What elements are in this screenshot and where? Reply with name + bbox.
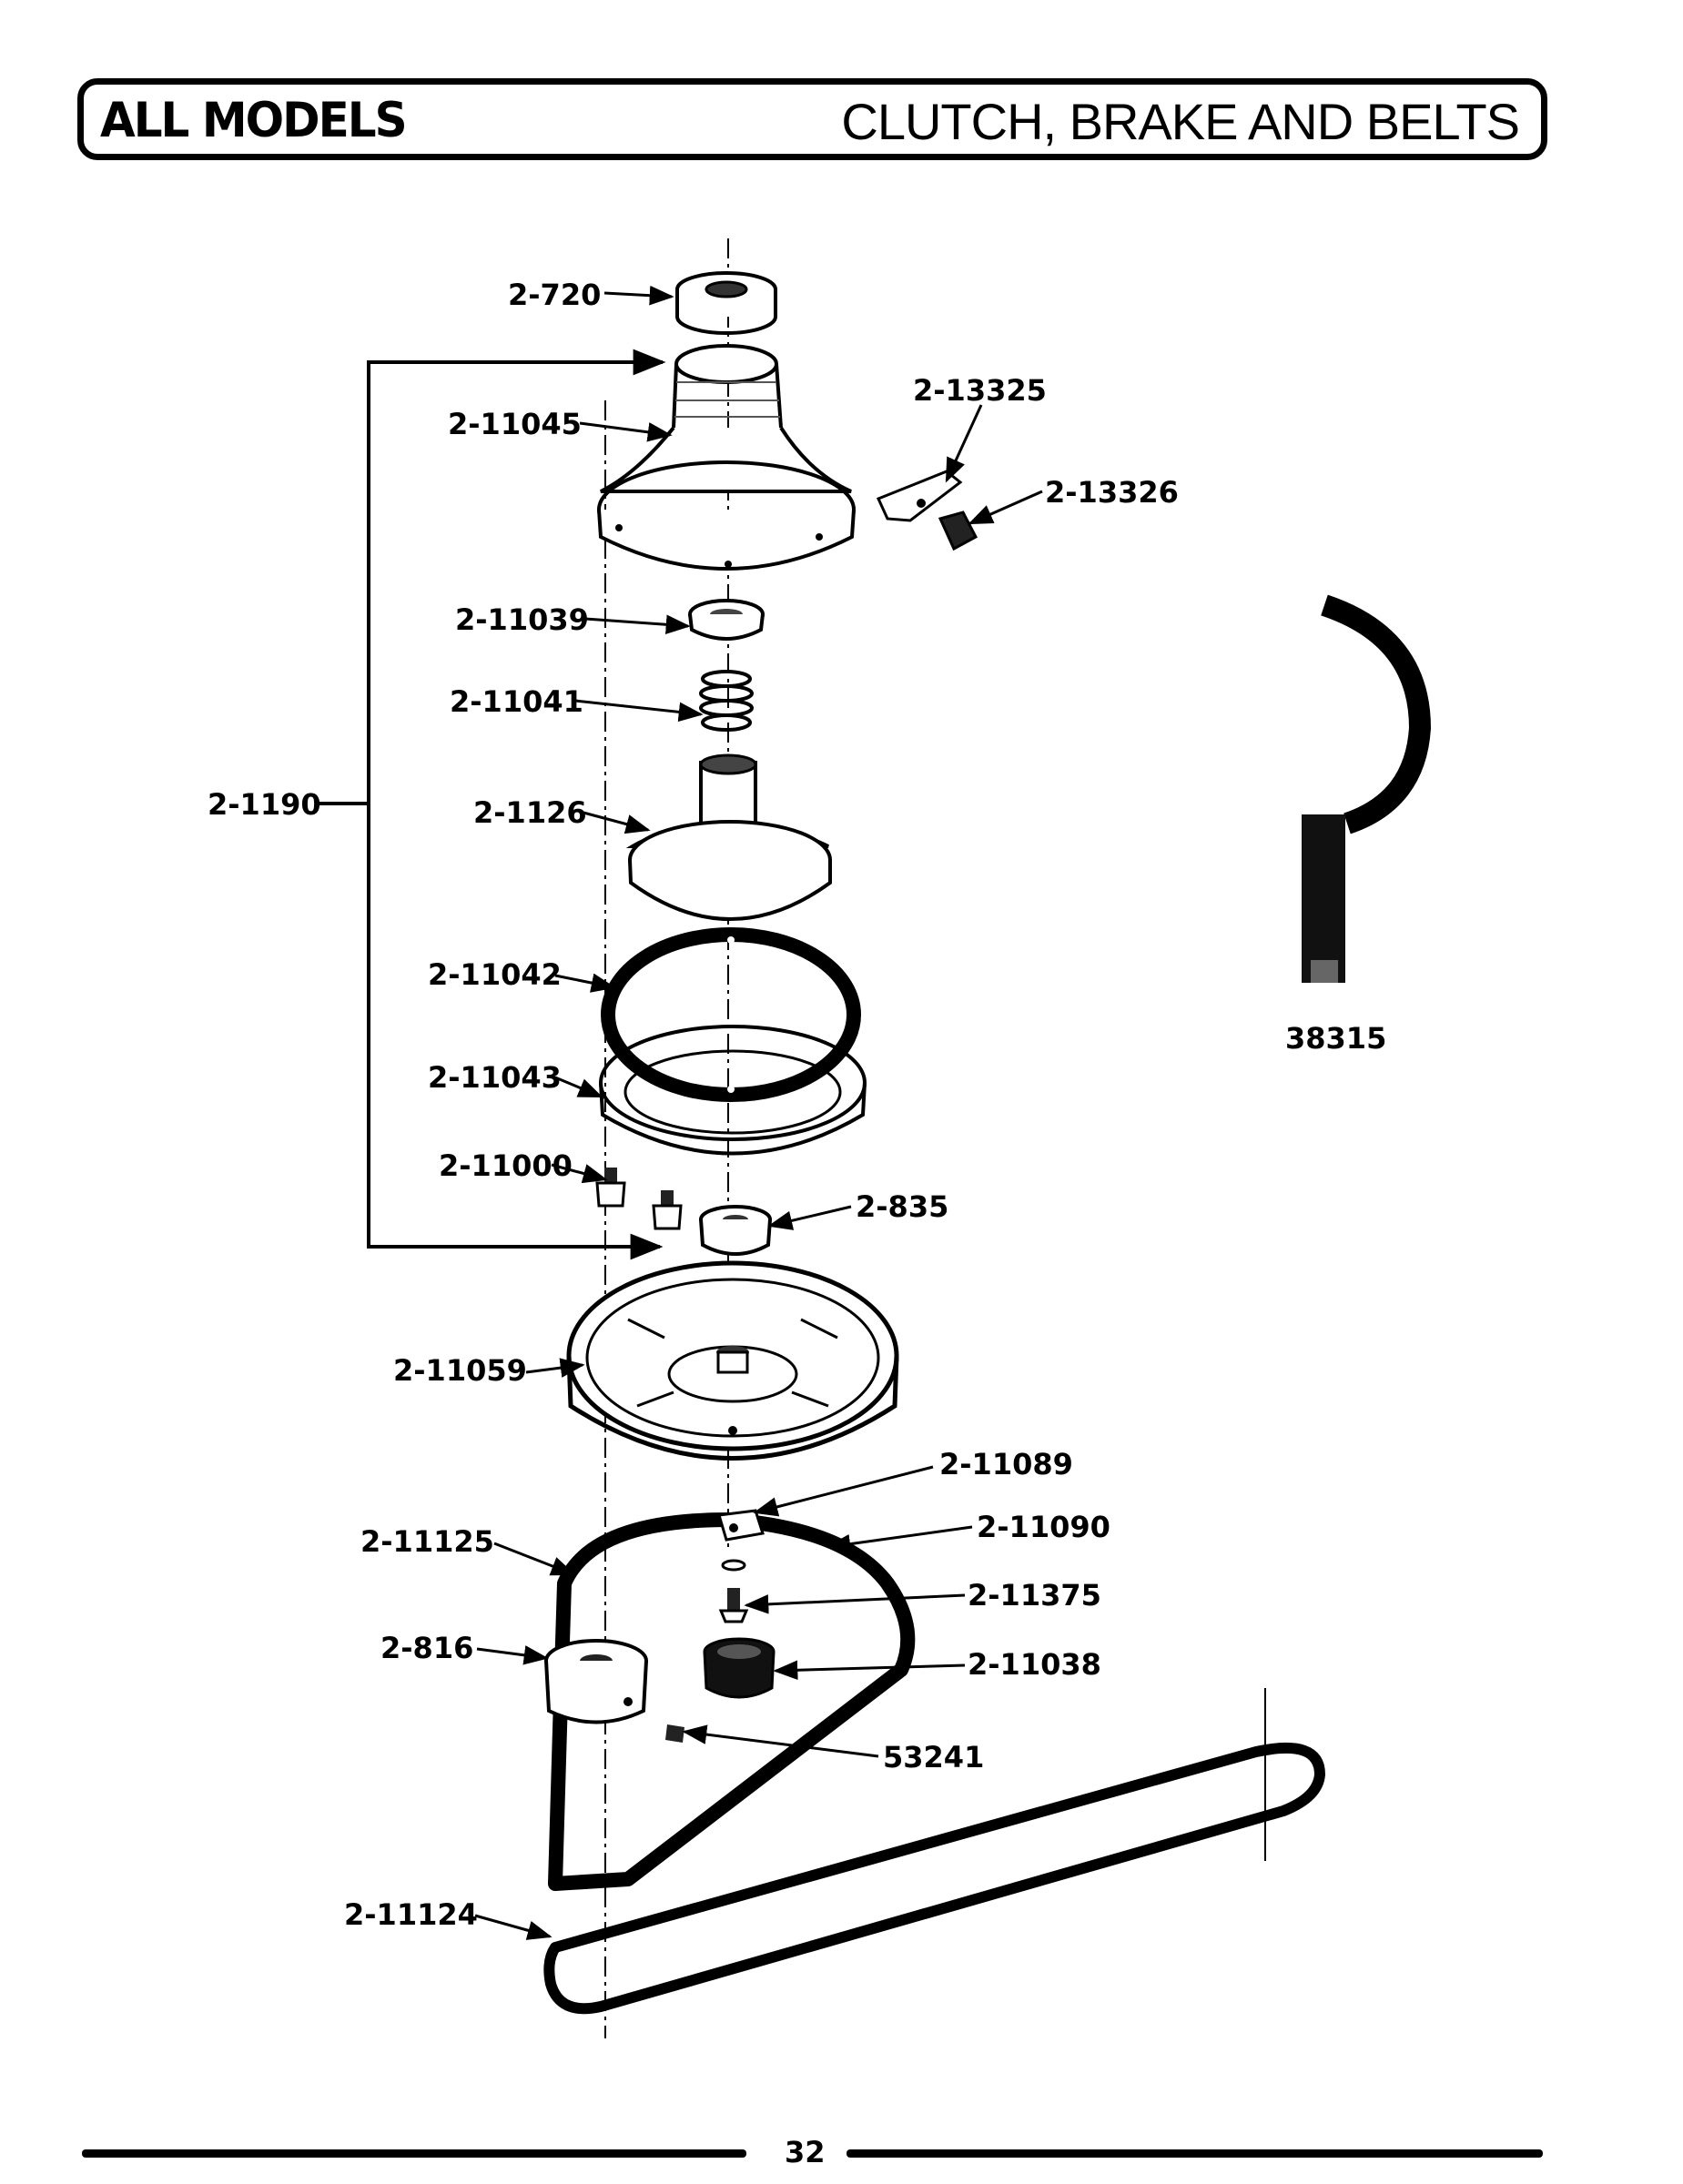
leader-lines — [474, 285, 1043, 1940]
page-header: ALL MODELS CLUTCH, BRAKE AND BELTS — [77, 78, 1547, 160]
label-2-11000: 2-11000 — [439, 1148, 573, 1183]
label-2-11039: 2-11039 — [455, 602, 589, 637]
header-models-title: ALL MODELS — [100, 92, 408, 148]
bracket-2-13325 — [876, 470, 963, 522]
label-2-720: 2-720 — [508, 278, 602, 312]
spring-2-11041 — [699, 670, 754, 732]
label-2-11038: 2-11038 — [968, 1647, 1101, 1682]
setscrew-53241 — [665, 1724, 684, 1743]
seal-2-11039 — [688, 599, 765, 641]
clutch-2-1126 — [625, 753, 832, 921]
label-2-13326: 2-13326 — [1045, 475, 1179, 510]
pulley-2-816 — [544, 1639, 648, 1724]
label-2-11089: 2-11089 — [939, 1447, 1073, 1481]
label-2-11059: 2-11059 — [393, 1353, 527, 1388]
label-2-1190: 2-1190 — [208, 787, 321, 822]
label-2-1126: 2-1126 — [473, 795, 587, 830]
gasket-2-11042 — [601, 927, 861, 1102]
label-53241: 53241 — [883, 1740, 985, 1774]
label-2-816: 2-816 — [380, 1631, 474, 1665]
page-number: 32 — [785, 2135, 826, 2169]
label-2-11375: 2-11375 — [968, 1578, 1101, 1613]
header-section-title: CLUTCH, BRAKE AND BELTS — [841, 93, 1520, 150]
label-2-13325: 2-13325 — [913, 373, 1047, 408]
washer-screw-2-11375 — [718, 1559, 749, 1623]
bearing-2-720 — [675, 271, 777, 335]
footer-rule-left — [82, 2149, 746, 2158]
label-2-835: 2-835 — [856, 1189, 949, 1224]
label-2-11042: 2-11042 — [428, 957, 562, 992]
label-2-11124: 2-11124 — [344, 1897, 478, 1932]
label-2-11041: 2-11041 — [450, 684, 583, 719]
bushing-2-835 — [699, 1205, 772, 1256]
label-2-11125: 2-11125 — [360, 1524, 494, 1559]
knob-2-13326 — [938, 511, 978, 551]
label-2-11043: 2-11043 — [428, 1060, 562, 1095]
bushing-2-11038 — [703, 1637, 776, 1699]
footer-rule-right — [847, 2149, 1543, 2158]
label-38315: 38315 — [1285, 1021, 1387, 1056]
clip-2-11089 — [717, 1509, 765, 1542]
pulley-2-11059 — [566, 1260, 899, 1461]
label-2-11090: 2-11090 — [977, 1510, 1110, 1544]
label-2-11045: 2-11045 — [448, 407, 582, 441]
spanner-38315 — [1302, 594, 1432, 983]
housing-2-11045 — [597, 344, 856, 571]
screws-2-11000 — [595, 1168, 683, 1230]
belt-2-11124 — [543, 1742, 1325, 2015]
